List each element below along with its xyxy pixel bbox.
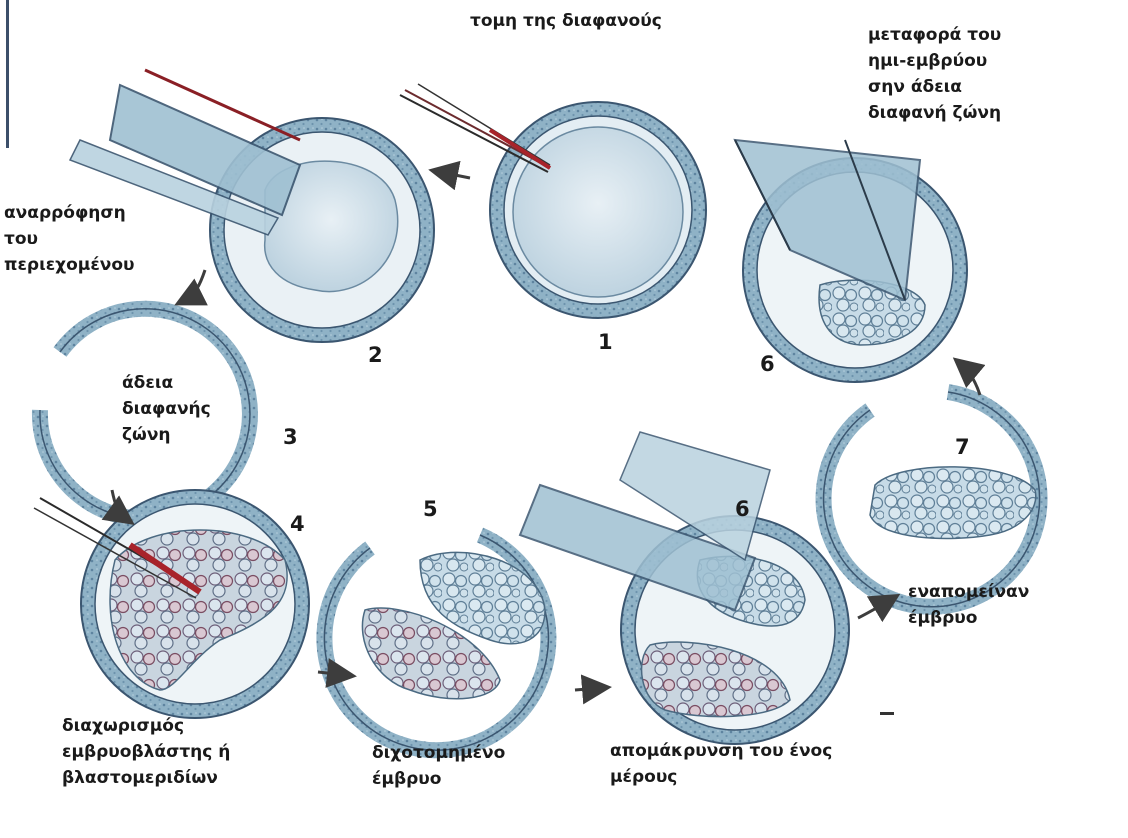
step-number-2: 2 <box>368 343 383 367</box>
arrow-6-remaining <box>858 600 890 618</box>
label-incision: τομη της διαφανούς <box>470 8 662 34</box>
label-aspiration: αναρρόφηση του περιεχομένου <box>4 200 135 278</box>
egg-6-top <box>735 140 967 382</box>
edge-line <box>6 0 9 148</box>
step-number-1: 1 <box>598 330 613 354</box>
step-number-6-top: 6 <box>760 352 775 376</box>
step-number-4: 4 <box>290 512 305 536</box>
label-separation: διαχωρισμός εμβρυοβλάστης ή βλαστομεριδί… <box>62 713 230 791</box>
arrow-2-3 <box>185 270 205 300</box>
dash-mark <box>880 712 894 715</box>
arrow-1-2 <box>440 172 470 178</box>
label-empty-zona: άδεια διαφανής ζώνη <box>122 370 211 448</box>
egg-7 <box>824 392 1040 607</box>
egg-5 <box>324 535 548 750</box>
arrow-5-6 <box>575 688 600 690</box>
egg-6-bottom <box>520 432 849 744</box>
egg-4 <box>34 490 309 718</box>
step-number-3: 3 <box>283 425 298 449</box>
arrow-4-5 <box>318 672 345 675</box>
label-remaining: εναπομείναν έμβρυο <box>908 579 1029 631</box>
label-bisected: διχοτομημένο έμβρυο <box>372 740 505 792</box>
label-removal: απομάκρυνση του ένος μέρους <box>610 738 832 790</box>
step-number-7: 7 <box>955 435 970 459</box>
step-number-6-bottom: 6 <box>735 497 750 521</box>
egg-1 <box>400 84 706 318</box>
label-transfer: μεταφορά του ημι-εμβρύου σην άδεια διαφα… <box>868 22 1001 126</box>
step-number-5: 5 <box>423 497 438 521</box>
